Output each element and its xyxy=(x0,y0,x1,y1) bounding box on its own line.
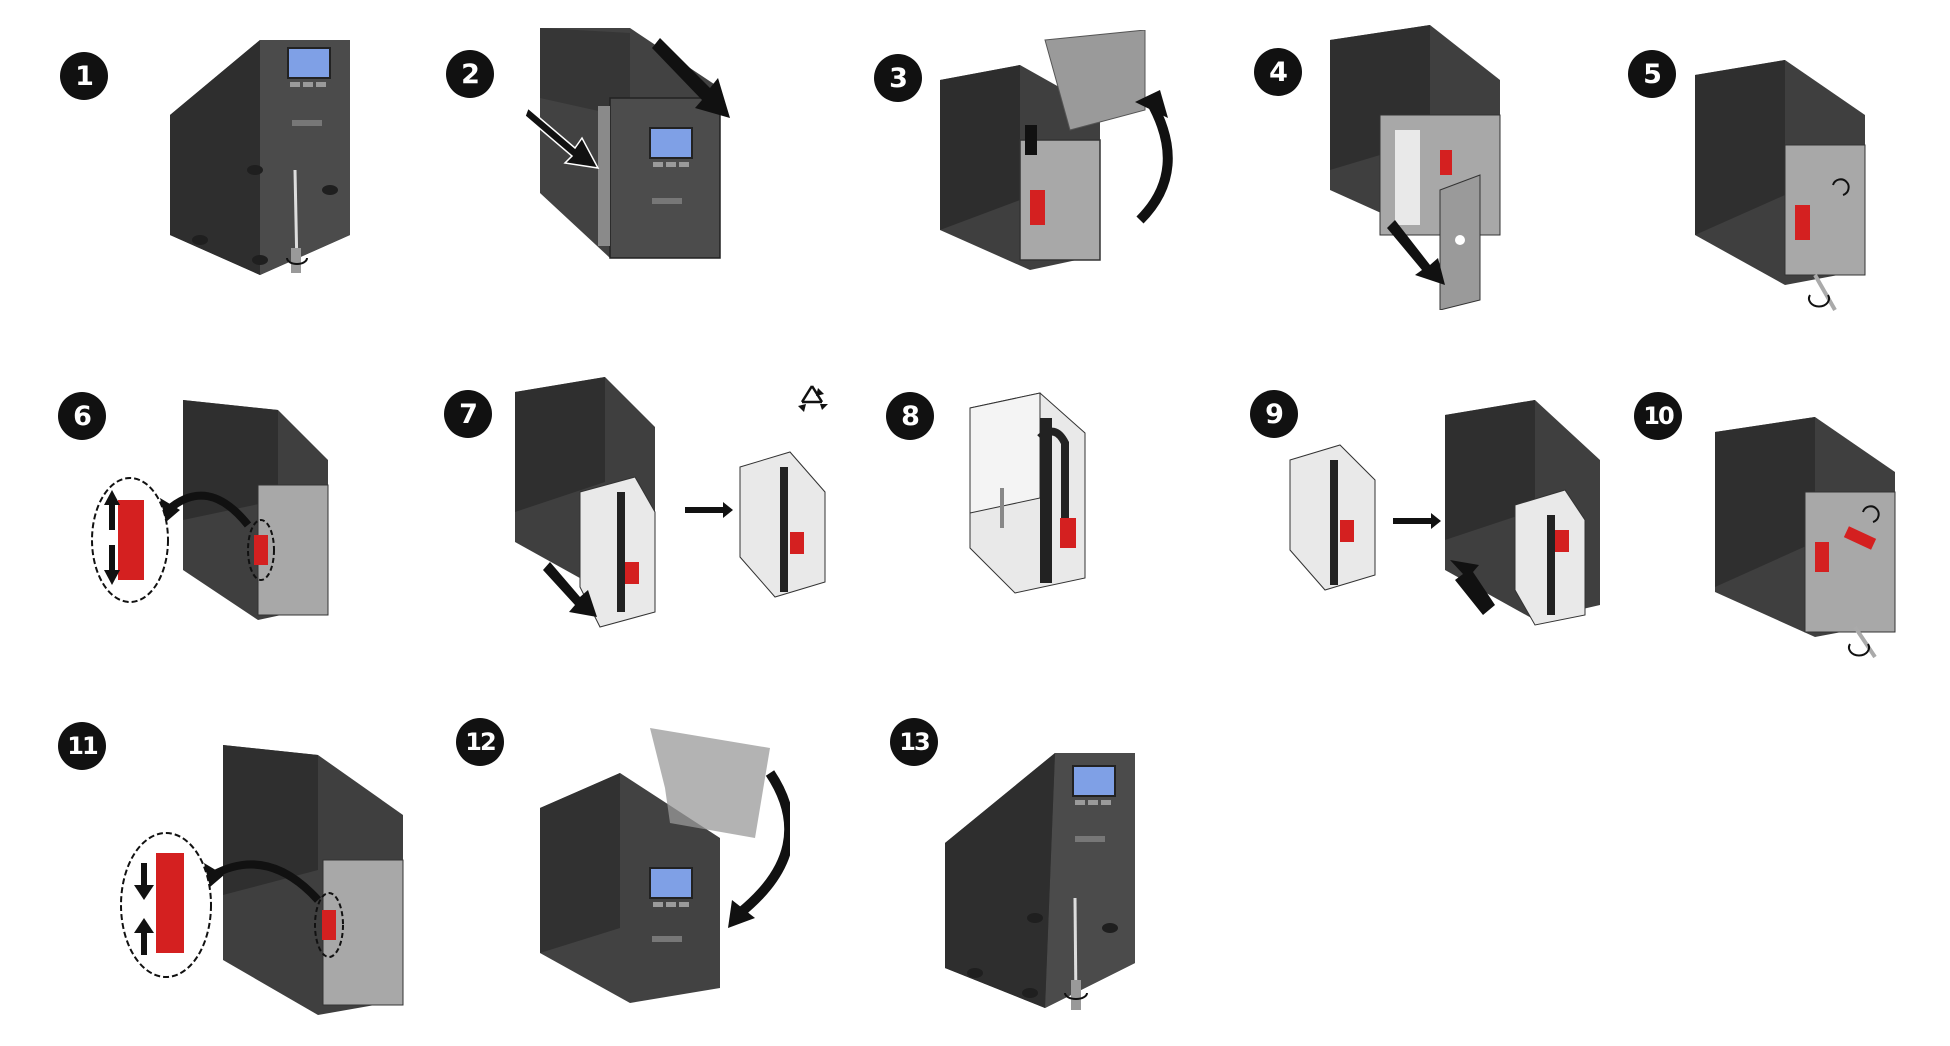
ups-display-icon xyxy=(287,47,331,79)
step-badge-6: 6 xyxy=(58,392,106,440)
step-badge-2: 2 xyxy=(446,50,494,98)
recycle-icon xyxy=(798,385,828,412)
arrow-down-icon xyxy=(543,562,597,617)
arrow-left-icon xyxy=(524,106,600,169)
screw-rotate-icon xyxy=(1862,505,1880,523)
step-badge-4: 4 xyxy=(1254,48,1302,96)
step-badge-11: 11 xyxy=(58,722,106,770)
step-3-illustration xyxy=(940,30,1173,270)
screwdriver-icon xyxy=(286,169,308,273)
arrow-right-icon xyxy=(652,38,730,118)
step-7-illustration xyxy=(515,377,826,628)
step-badge-3: 3 xyxy=(874,54,922,102)
step-badge-7: 7 xyxy=(444,390,492,438)
step-badge-12: 12 xyxy=(456,718,504,766)
curved-arrow-icon xyxy=(211,860,321,903)
screwdriver-icon xyxy=(1064,897,1088,1010)
screwdriver-icon xyxy=(1808,274,1837,311)
arrow-up-left-icon xyxy=(1450,560,1495,615)
front-cover-panel xyxy=(609,97,721,259)
step-13-illustration xyxy=(945,753,1135,1010)
battery-connector xyxy=(1060,518,1076,548)
battery-connector xyxy=(1030,190,1045,225)
top-lid xyxy=(1044,30,1146,131)
step-2-illustration xyxy=(524,28,730,259)
step-11-illustration xyxy=(120,745,404,1015)
step-badge-1: 1 xyxy=(60,52,108,100)
step-6-illustration xyxy=(91,400,329,620)
step-badge-8: 8 xyxy=(886,392,934,440)
curved-arrow-icon xyxy=(165,491,252,528)
screwdriver-icon xyxy=(1848,625,1877,659)
top-lid xyxy=(650,728,770,838)
rotate-arrow-icon xyxy=(1136,97,1173,224)
arrow-down-icon xyxy=(1387,220,1445,285)
step-9-illustration xyxy=(1289,400,1600,626)
step-1-illustration xyxy=(170,40,350,275)
step-12-illustration xyxy=(540,728,790,1003)
step-badge-10: 10 xyxy=(1634,392,1682,440)
step-badge-9: 9 xyxy=(1250,390,1298,438)
step-5-illustration xyxy=(1695,60,1866,311)
step-badge-13: 13 xyxy=(890,718,938,766)
screw-rotate-icon xyxy=(1832,178,1850,196)
step-10-illustration xyxy=(1715,417,1896,659)
step-badge-5: 5 xyxy=(1628,50,1676,98)
step-8-illustration xyxy=(969,392,1086,594)
step-4-illustration xyxy=(1330,25,1501,310)
rotate-arrow-icon xyxy=(736,770,790,917)
ups-display-icon xyxy=(1072,765,1116,797)
